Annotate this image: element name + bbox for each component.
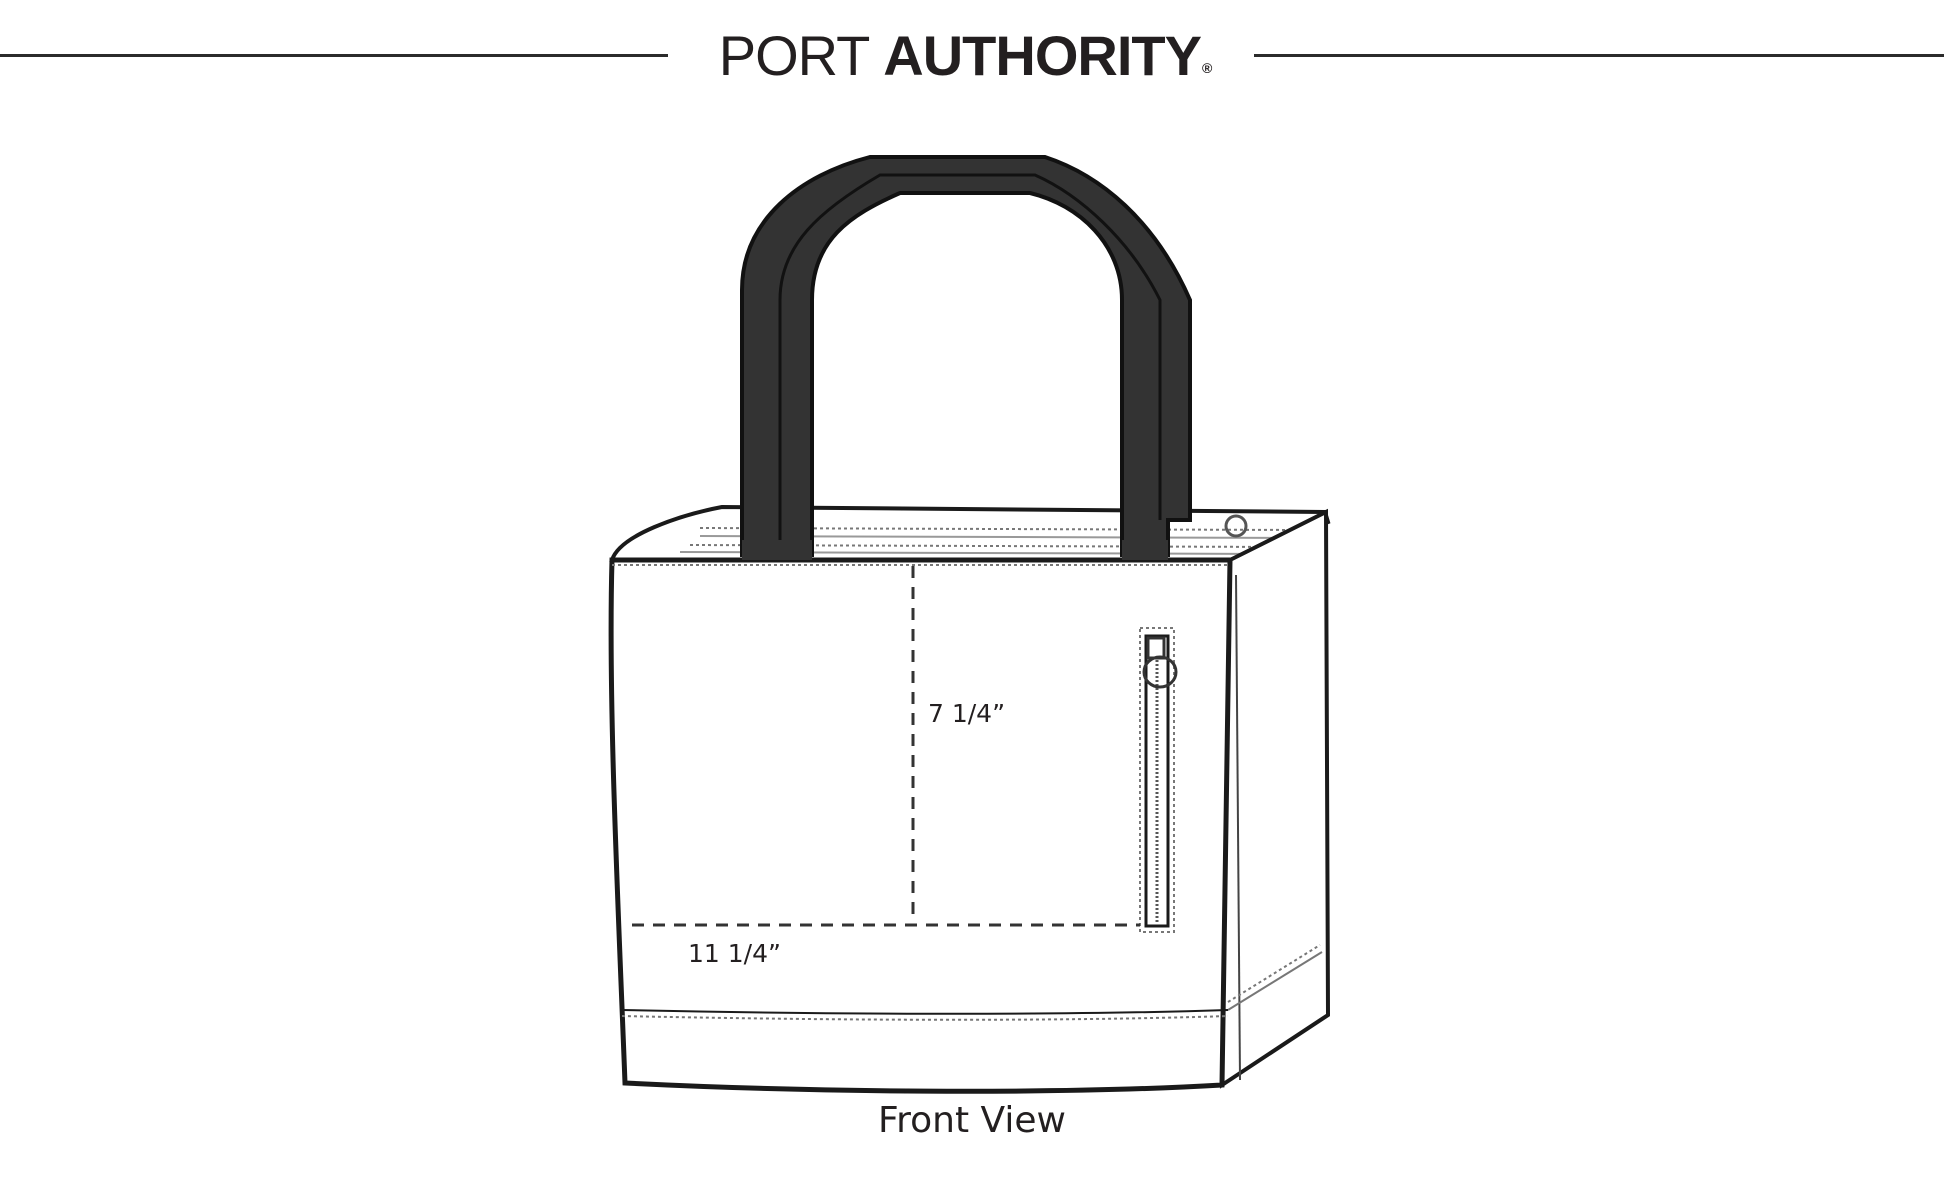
header-rule-right: [1254, 54, 1944, 57]
header: PORT AUTHORITY ®: [0, 0, 1944, 110]
registered-mark: ®: [1201, 60, 1212, 76]
bag-top-opening: [609, 504, 1331, 562]
brand-logo-authority: AUTHORITY: [883, 23, 1202, 87]
header-rule-left: [0, 54, 668, 57]
zipper-pull-icon: [1142, 655, 1178, 689]
brand-logo: PORT AUTHORITY ®: [700, 20, 1230, 90]
zipper-ring-icon: [1224, 514, 1248, 538]
view-caption: Front View: [878, 1100, 1066, 1141]
width-dimension-label: 11 1/4”: [688, 939, 781, 968]
brand-logo-port: PORT: [718, 23, 871, 87]
height-dimension-label: 7 1/4”: [928, 699, 1005, 728]
bag-handle: [740, 155, 1192, 557]
bag-front-panel: [608, 557, 1233, 1094]
zipper-pocket: [1139, 627, 1178, 933]
